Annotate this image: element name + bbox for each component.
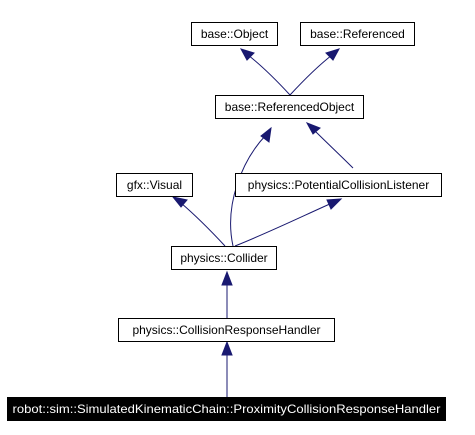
edge-collider-to-visual bbox=[171, 196, 226, 247]
node-base-referenced-object[interactable]: base::ReferencedObject bbox=[215, 95, 364, 119]
arrowhead-icon bbox=[239, 48, 255, 61]
node-label: base::Object bbox=[201, 27, 269, 41]
node-proximity-collision-response-handler[interactable]: robot::sim::SimulatedKinematicChain::Pro… bbox=[7, 397, 446, 421]
edge-handler-to-collider bbox=[221, 270, 233, 318]
edge-listener-to-referencedobject bbox=[305, 122, 354, 169]
node-label: physics::CollisionResponseHandler bbox=[132, 323, 320, 337]
arrowhead-icon bbox=[221, 270, 233, 286]
node-gfx-visual[interactable]: gfx::Visual bbox=[116, 173, 193, 197]
edge-referencedobject-to-object bbox=[239, 48, 291, 96]
node-label: base::ReferencedObject bbox=[225, 100, 355, 114]
edges bbox=[171, 48, 354, 397]
node-label: physics::Collider bbox=[180, 251, 267, 265]
node-physics-collider[interactable]: physics::Collider bbox=[171, 246, 277, 270]
edge-referencedobject-to-referenced bbox=[289, 48, 341, 96]
edge-proximity-to-handler bbox=[221, 340, 233, 397]
node-physics-potential-collision-listener[interactable]: physics::PotentialCollisionListener bbox=[235, 173, 442, 197]
arrowhead-icon bbox=[326, 198, 343, 210]
node-label: base::Referenced bbox=[310, 27, 405, 41]
node-label: physics::PotentialCollisionListener bbox=[248, 178, 429, 192]
edge-collider-to-listener bbox=[234, 198, 343, 247]
arrowhead-icon bbox=[221, 340, 233, 356]
arrowhead-icon bbox=[260, 126, 272, 143]
node-base-object[interactable]: base::Object bbox=[191, 22, 278, 46]
node-label: gfx::Visual bbox=[127, 178, 182, 192]
node-physics-collision-response-handler[interactable]: physics::CollisionResponseHandler bbox=[118, 318, 335, 342]
node-base-referenced[interactable]: base::Referenced bbox=[300, 22, 415, 46]
arrowhead-icon bbox=[171, 196, 188, 208]
arrowhead-icon bbox=[305, 122, 321, 135]
arrowhead-icon bbox=[325, 48, 341, 61]
node-label: robot::sim::SimulatedKinematicChain::Pro… bbox=[13, 402, 441, 416]
